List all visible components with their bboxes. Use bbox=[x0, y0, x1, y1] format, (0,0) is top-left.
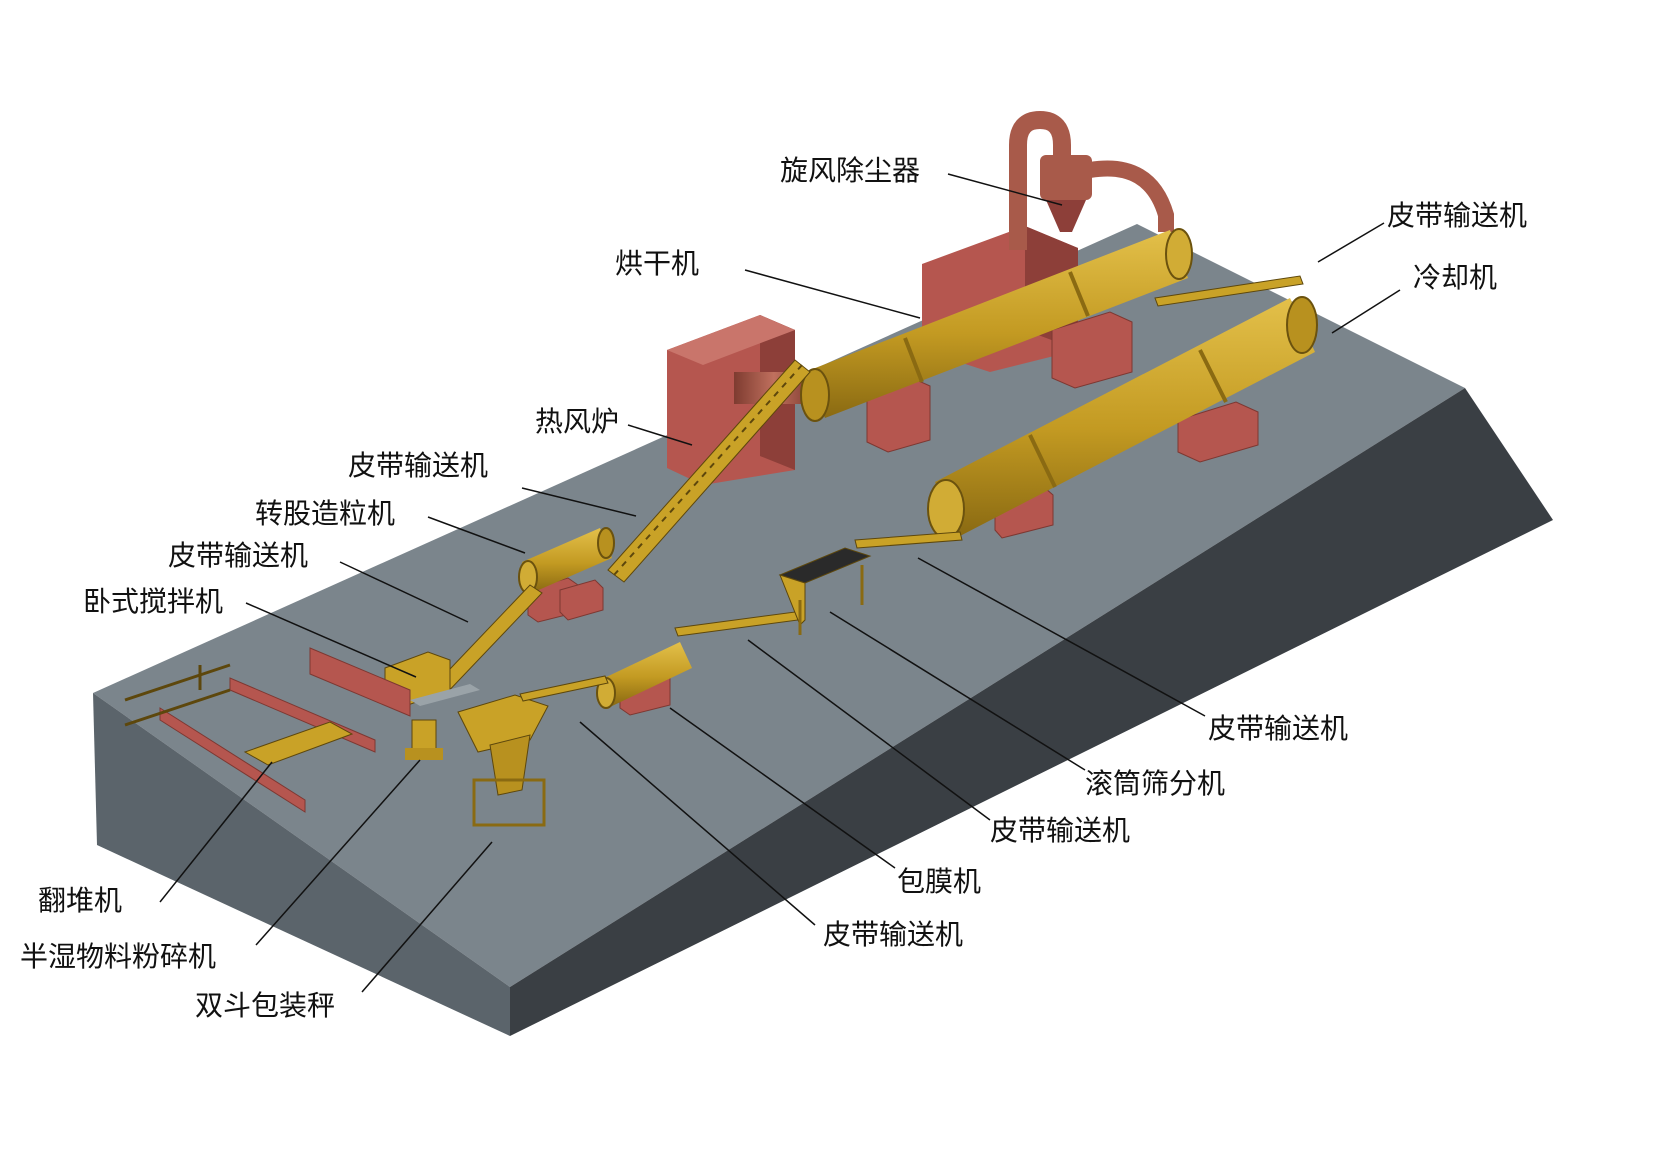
leader-turner bbox=[159, 761, 273, 903]
label-conveyor-screen-feed: 皮带输送机 bbox=[1208, 712, 1349, 745]
label-cooler: 冷却机 bbox=[1413, 261, 1498, 294]
leader-screener bbox=[829, 611, 1086, 771]
leader-conveyor-screen-feed bbox=[917, 557, 1206, 717]
conveyor-screen-feed bbox=[854, 531, 963, 549]
leader-cyclone bbox=[947, 173, 1063, 206]
platform-front bbox=[93, 693, 510, 1036]
leader-packing-scale bbox=[361, 841, 493, 993]
leader-dryer bbox=[744, 269, 921, 319]
dryer-drum bbox=[800, 228, 1193, 422]
compost-turner bbox=[124, 663, 376, 813]
support-bricks bbox=[527, 311, 1259, 716]
conveyor-top bbox=[1154, 275, 1304, 307]
leader-conveyor-top bbox=[1317, 222, 1385, 263]
leader-mixer bbox=[245, 602, 417, 678]
leader-lines bbox=[159, 173, 1401, 993]
conveyor-dryer-feed bbox=[607, 359, 811, 583]
leader-conveyor-coating-feed bbox=[747, 639, 991, 821]
leader-conveyor-packing-feed bbox=[579, 721, 816, 926]
granulator-drum bbox=[518, 527, 615, 594]
label-packing-scale: 双斗包装秤 bbox=[195, 989, 336, 1022]
label-conveyor-top: 皮带输送机 bbox=[1387, 199, 1528, 232]
leader-hot-air-furnace bbox=[627, 424, 693, 446]
label-turner: 翻堆机 bbox=[38, 884, 123, 917]
conveyor-packing-feed bbox=[519, 675, 609, 702]
label-mixer: 卧式搅拌机 bbox=[83, 585, 224, 618]
label-conveyor-coating-feed: 皮带输送机 bbox=[990, 814, 1131, 847]
label-screener: 滚筒筛分机 bbox=[1085, 767, 1226, 800]
drum-screener bbox=[778, 547, 872, 635]
label-conveyor-packing-feed: 皮带输送机 bbox=[823, 918, 964, 951]
leader-coating bbox=[669, 707, 896, 869]
label-conveyor-dryer-feed: 皮带输送机 bbox=[348, 449, 489, 482]
label-dryer: 烘干机 bbox=[615, 247, 700, 280]
label-granulator: 转股造粒机 bbox=[255, 497, 396, 530]
platform-side bbox=[510, 388, 1553, 1036]
label-conveyor-granulator-feed: 皮带输送机 bbox=[168, 539, 309, 572]
platform bbox=[93, 224, 1553, 1036]
semi-wet-crusher bbox=[405, 719, 443, 760]
double-bucket-packing-scale bbox=[457, 694, 549, 827]
leader-cooler bbox=[1331, 289, 1401, 334]
leader-conveyor-dryer-feed bbox=[521, 487, 637, 517]
leader-granulator bbox=[427, 516, 526, 554]
leader-conveyor-granulator-feed bbox=[339, 561, 469, 623]
coating-drum bbox=[596, 642, 692, 709]
label-crusher: 半湿物料粉碎机 bbox=[20, 940, 217, 973]
hot-air-furnace bbox=[667, 315, 814, 485]
label-cyclone: 旋风除尘器 bbox=[780, 154, 921, 187]
label-hot-air-furnace: 热风炉 bbox=[535, 405, 620, 438]
leader-crusher bbox=[255, 759, 421, 946]
horizontal-mixer bbox=[309, 647, 480, 717]
label-coating: 包膜机 bbox=[897, 865, 982, 898]
cooler-drum bbox=[927, 296, 1318, 539]
